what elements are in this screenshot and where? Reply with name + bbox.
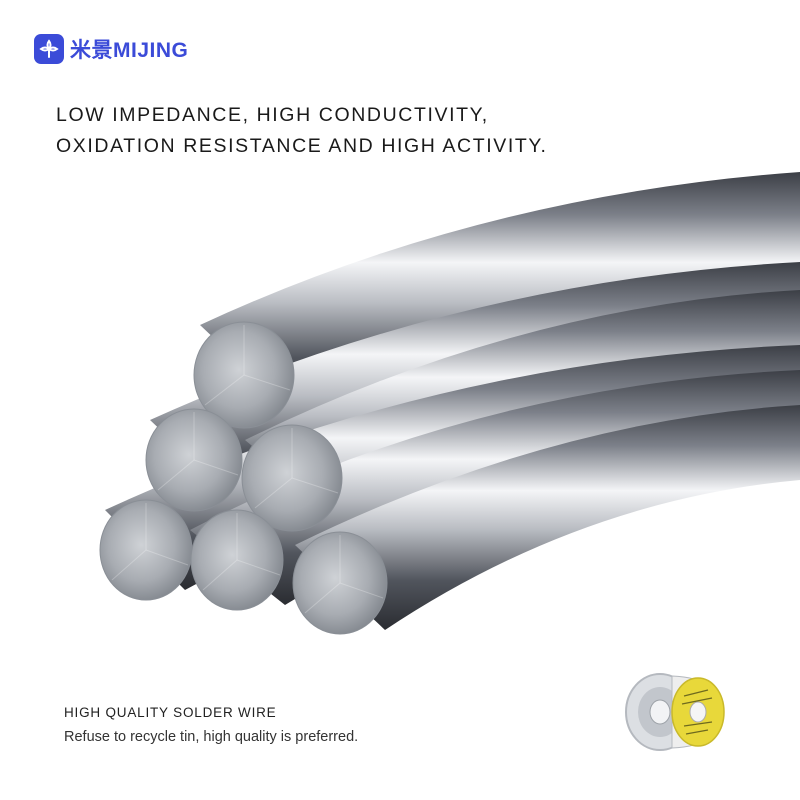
wire-cap-mid-left: [145, 408, 243, 512]
wire-body-low-right: [295, 405, 800, 630]
headline: LOW IMPEDANCE, HIGH CONDUCTIVITY, OXIDAT…: [56, 100, 547, 162]
brand-logo: 米景MIJING: [34, 34, 188, 64]
solder-spool-icon: [625, 673, 725, 751]
headline-line-2: OXIDATION RESISTANCE AND HIGH ACTIVITY.: [56, 135, 548, 157]
flower-logo-icon: [34, 34, 64, 64]
caption-subtitle: Refuse to recycle tin, high quality is p…: [64, 729, 359, 745]
wire-cap-mid-right: [241, 424, 343, 532]
brand-name: 米景MIJING: [70, 39, 189, 62]
wire-cap-low-right: [292, 531, 388, 635]
caption-title: HIGH QUALITY SOLDER WIRE: [64, 705, 277, 720]
wire-cap-low-mid: [190, 509, 284, 611]
headline-line-1: LOW IMPEDANCE, HIGH CONDUCTIVITY,: [56, 104, 489, 126]
solder-wire-bundle-icon: [99, 172, 800, 635]
wire-cap-top: [193, 321, 295, 429]
